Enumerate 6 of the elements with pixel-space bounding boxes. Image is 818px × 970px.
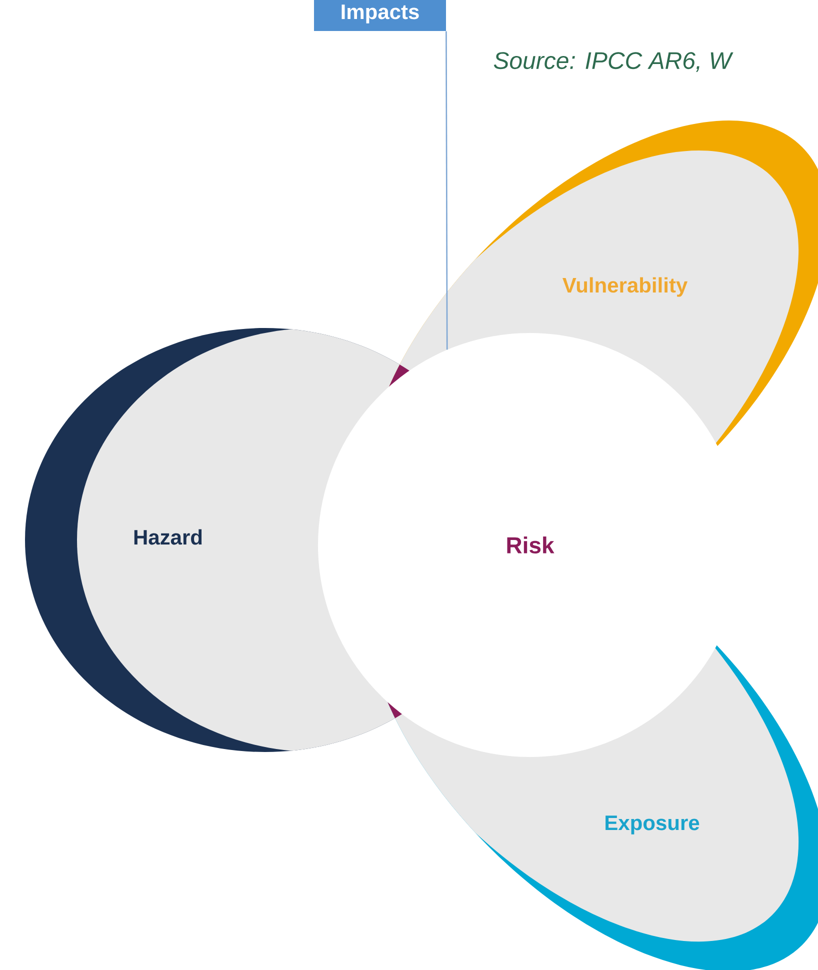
- petal-label: Hazard: [134, 529, 202, 545]
- petal-label: Vulnerability: [562, 277, 688, 297]
- source-note: Source: IPCC AR6, W: [494, 52, 734, 72]
- label-box: Impacts: [314, 0, 446, 31]
- petal-label: Exposure: [606, 816, 700, 834]
- leader-line: [446, 31, 448, 350]
